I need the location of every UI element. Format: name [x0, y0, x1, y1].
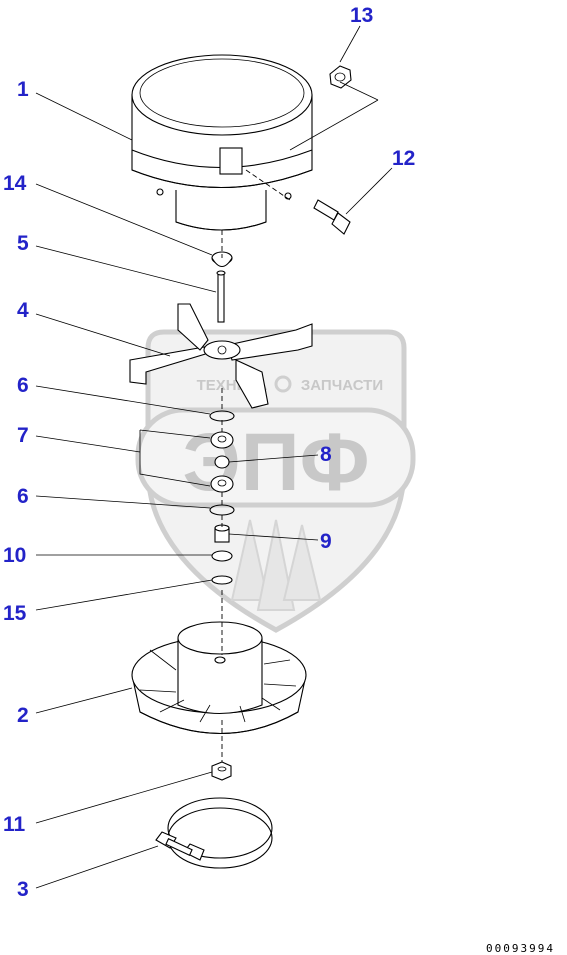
callout-4: 4 [17, 299, 29, 322]
callout-3: 3 [17, 878, 29, 901]
callout-11: 11 [3, 813, 26, 836]
part-clamp-3 [155, 797, 273, 869]
assembly-axis [221, 81, 379, 762]
callout-6-lower: 6 [17, 485, 29, 508]
callout-labels: 1 2 3 4 5 6 6 7 8 9 10 11 12 13 14 15 [3, 4, 415, 901]
callout-15: 15 [3, 602, 27, 625]
callout-10: 10 [3, 544, 26, 567]
callout-14: 14 [3, 172, 27, 195]
part-nut-11 [211, 761, 232, 781]
document-number: 00093994 [486, 942, 555, 955]
callout-9: 9 [320, 530, 332, 553]
callout-13: 13 [350, 4, 373, 27]
watermark-gear-icon [274, 375, 292, 393]
callout-1: 1 [17, 78, 29, 101]
callout-6-upper: 6 [17, 374, 29, 397]
part-collar-9 [214, 524, 230, 543]
part-bolt-12 [313, 199, 351, 235]
part-nut-13 [329, 65, 352, 89]
callout-8: 8 [320, 443, 332, 466]
watermark-logo-letters: ЭПФ [182, 417, 369, 508]
part-washer-15 [211, 575, 233, 585]
part-washer-10 [211, 550, 233, 562]
watermark-brand-text-2: ЗАПЧАСТИ [301, 377, 383, 394]
callout-12: 12 [392, 147, 415, 170]
part-cap [131, 54, 313, 231]
part-precleaner-2 [131, 621, 307, 735]
callout-7: 7 [17, 424, 29, 447]
part-stud-5 [216, 270, 226, 323]
part-vane-4 [129, 303, 313, 409]
callout-5: 5 [17, 232, 29, 255]
callout-2: 2 [17, 704, 29, 727]
part-spacer-8 [214, 455, 230, 469]
leader-lines [35, 25, 393, 889]
